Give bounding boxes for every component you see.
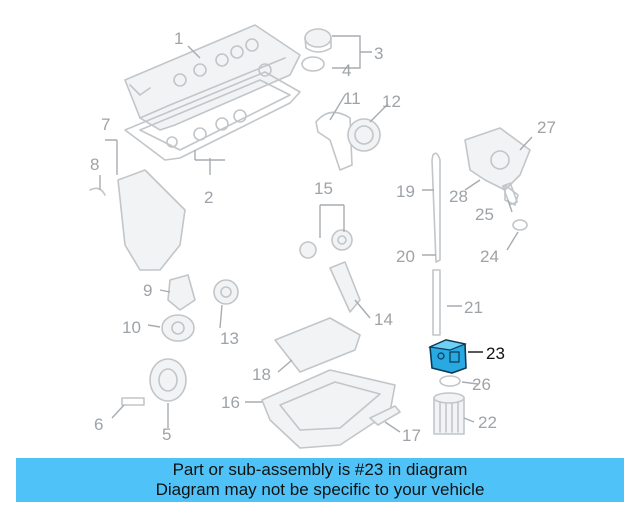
part-gasket-strip (369, 405, 401, 426)
label-6: 6 (94, 415, 103, 434)
label-14: 14 (374, 310, 393, 329)
part-oil-filter (433, 392, 465, 435)
info-banner: Part or sub-assembly is #23 in diagram D… (16, 458, 624, 502)
label-4: 4 (342, 61, 351, 80)
part-gasket (124, 71, 301, 161)
label-19: 19 (396, 182, 415, 201)
label-27: 27 (537, 118, 556, 137)
part-bracket (329, 261, 361, 313)
part-oil-pump (464, 127, 531, 231)
part-timing-belt (315, 111, 381, 171)
label-20: 20 (396, 247, 415, 266)
label-9: 9 (143, 281, 152, 300)
label-17: 17 (402, 426, 421, 445)
label-28: 28 (449, 187, 468, 206)
label-25: 25 (475, 205, 494, 224)
label-3: 3 (374, 44, 383, 63)
label-2: 2 (204, 188, 213, 207)
label-13: 13 (220, 329, 239, 348)
part-number-labels: 1 2 3 4 5 6 7 8 9 10 11 12 13 14 15 16 1… (90, 29, 556, 445)
label-22: 22 (478, 413, 497, 432)
label-5: 5 (162, 425, 171, 444)
label-1: 1 (174, 29, 183, 48)
label-8: 8 (90, 155, 99, 174)
part-tensioner (299, 229, 353, 259)
part-valve-cover (124, 24, 301, 131)
label-11: 11 (343, 89, 361, 108)
part-oil-cap (301, 28, 332, 72)
label-18: 18 (252, 365, 271, 384)
label-26: 26 (472, 375, 491, 394)
label-24: 24 (480, 247, 499, 266)
label-16: 16 (221, 393, 240, 412)
banner-line-1: Part or sub-assembly is #23 in diagram (172, 460, 468, 479)
label-10: 10 (122, 318, 141, 337)
part-seal-ring (439, 375, 461, 387)
label-23-highlighted: 23 (486, 344, 505, 363)
part-oil-filter-housing-highlighted (427, 339, 468, 374)
part-timing-cover (89, 169, 186, 271)
label-12: 12 (382, 92, 401, 111)
part-oil-pan (261, 317, 396, 449)
part-dipstick (431, 152, 441, 336)
label-7: 7 (101, 115, 110, 134)
leader-lines (99, 35, 533, 433)
part-crank-sprocket (161, 274, 239, 342)
part-pulley (121, 358, 187, 406)
banner-line-2: Diagram may not be specific to your vehi… (155, 480, 485, 499)
label-15: 15 (314, 179, 333, 198)
label-21: 21 (464, 298, 483, 317)
